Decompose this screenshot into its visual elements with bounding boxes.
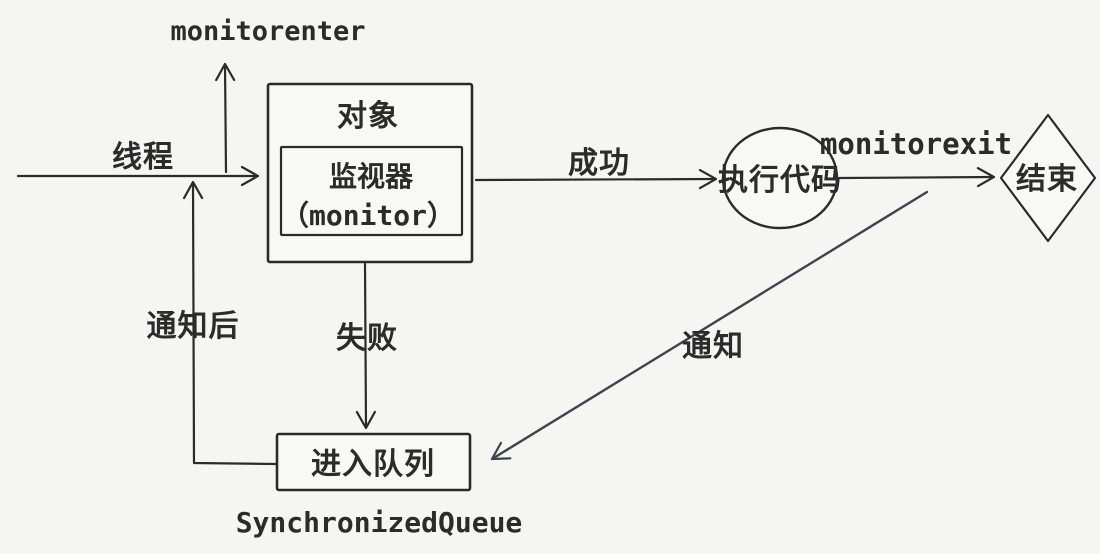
monitorenter-label: monitorenter <box>170 16 365 47</box>
after-notify-label: 通知后 <box>147 309 240 344</box>
thread-label: 线程 <box>112 140 174 175</box>
end-node: 结束 <box>999 113 1097 243</box>
execute-code-label: 执行代码 <box>718 163 842 198</box>
execute-code-node: 执行代码 <box>718 126 842 230</box>
notify-arrow <box>490 190 929 461</box>
queue-box-label: 进入队列 <box>311 447 435 482</box>
fail-arrow <box>365 262 366 430</box>
end-label: 结束 <box>1016 162 1078 197</box>
object-box-node: 对象 监视器 （monitor） <box>266 82 474 264</box>
end-diamond <box>999 113 1097 243</box>
queue-node: 进入队列 SynchronizedQueue <box>236 432 523 539</box>
monitorenter-arrow <box>225 62 226 174</box>
success-label: 成功 <box>568 146 630 181</box>
monitor-box <box>279 145 464 237</box>
queue-box <box>275 432 472 492</box>
queue-caption: SynchronizedQueue <box>236 506 523 539</box>
monitorexit-arrow <box>837 177 996 178</box>
monitor-box-title: 监视器 <box>329 160 414 193</box>
fail-label: 失败 <box>336 321 398 356</box>
after-notify-arrow <box>193 180 279 466</box>
monitor-box-subtitle: （monitor） <box>281 199 455 232</box>
success-arrow <box>474 179 718 180</box>
notify-label: 通知 <box>682 329 744 364</box>
monitorexit-label: monitorexit <box>820 127 1012 161</box>
execute-code-circle <box>721 126 839 230</box>
object-box-title: 对象 <box>337 99 399 134</box>
